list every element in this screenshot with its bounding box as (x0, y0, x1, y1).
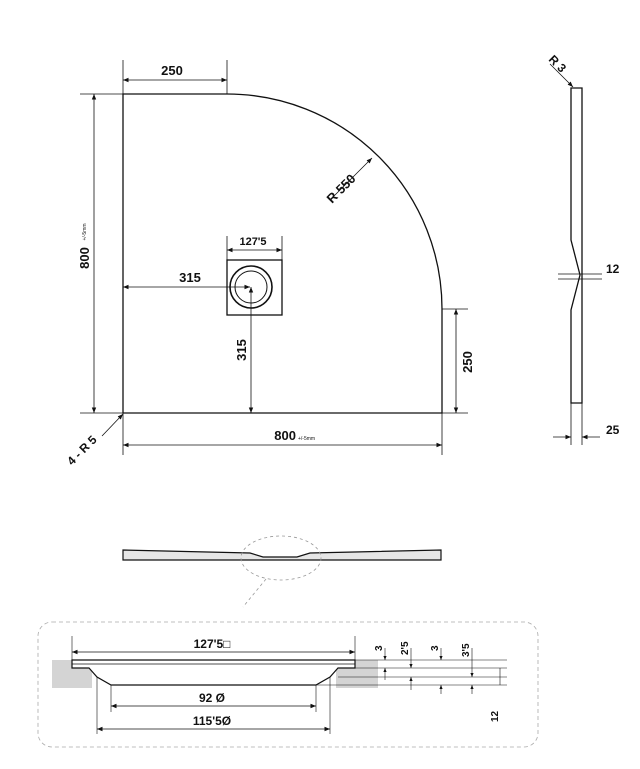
section-view (122, 535, 442, 608)
plan-view: 250 R 550 800 +/-5mm 127'5 315 315 250 (64, 60, 475, 468)
detail-leader (242, 578, 267, 608)
dim-outer-diameter: 115'5Ø (193, 714, 231, 728)
dim-level-1: 3 (374, 645, 385, 651)
dim-edge-radius: R 3 (546, 52, 569, 75)
tray-outline (122, 93, 443, 414)
dim-drain-size: 127'5 (239, 236, 266, 248)
dim-height-tolerance: +/-5mm (82, 223, 88, 240)
dim-edge-thickness: 25 (606, 423, 620, 437)
dim-inner-diameter: 92 Ø (199, 691, 225, 705)
dim-top-offset: 250 (161, 63, 183, 78)
detail-frame (37, 621, 539, 748)
dim-width-tolerance: +/-5mm (298, 436, 315, 442)
dim-width: 800 (274, 428, 296, 443)
dim-flange: 127'5□ (194, 637, 231, 651)
section-outline (122, 549, 442, 561)
dim-drain-offset-y: 315 (234, 339, 249, 361)
detail-callout (240, 535, 322, 581)
dim-level-2: 2'5 (400, 641, 411, 655)
dim-height: 800 (77, 247, 92, 269)
drain-detail: 127'5□ 92 Ø 115'5Ø 3 2'5 3 3'5 12 (37, 621, 539, 748)
dim-detail-depth: 12 (490, 710, 501, 722)
dim-right-offset: 250 (460, 351, 475, 373)
profile-outline (570, 87, 583, 404)
dim-drain-offset-x: 315 (179, 270, 201, 285)
dim-corner-radius: 4 - R 5 (64, 433, 100, 469)
dim-drain-depth: 12 (606, 262, 620, 276)
dim-level-3: 3 (430, 645, 441, 651)
side-profile: R 3 12 25 (546, 52, 620, 445)
dim-level-4: 3'5 (461, 643, 472, 657)
